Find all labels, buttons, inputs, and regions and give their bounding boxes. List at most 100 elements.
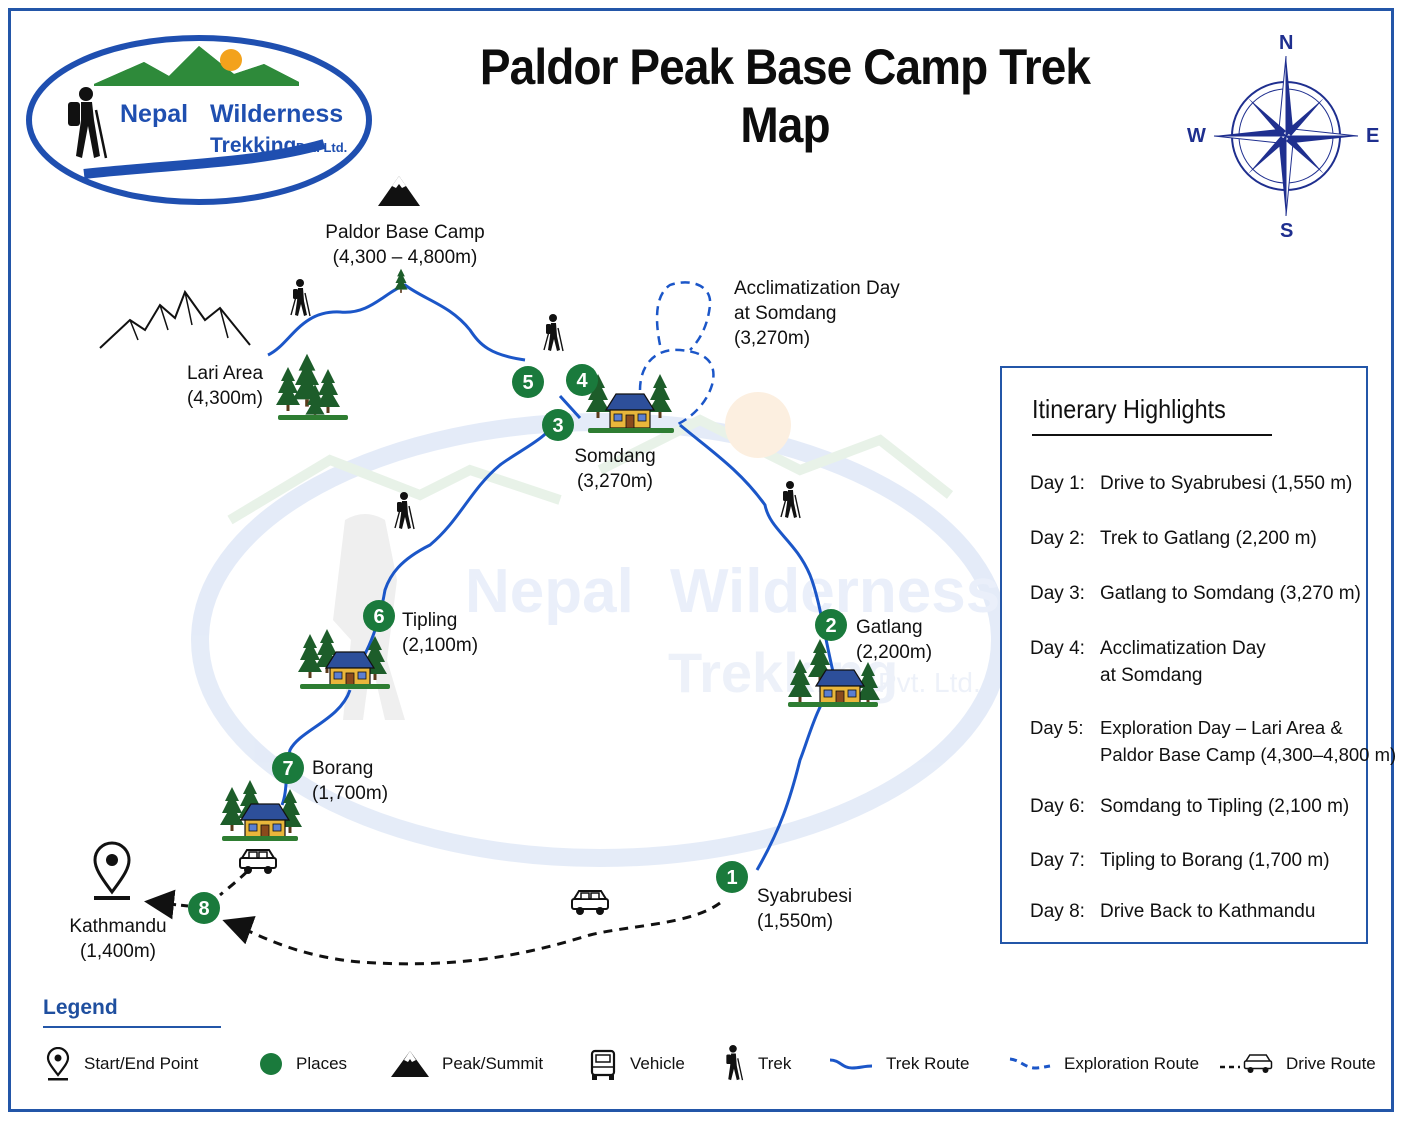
logo-word-wilderness: Wilderness [210, 100, 344, 128]
exploration-route-icon [1009, 1057, 1051, 1070]
place-label-borang: Borang (1,700m) [312, 756, 388, 806]
hiker-icon [726, 1045, 744, 1081]
svg-text:4: 4 [576, 370, 588, 392]
place-label-gatlang: Gatlang (2,200m) [856, 615, 932, 665]
place-name: Tipling [402, 610, 458, 631]
place-marker-icon [260, 1053, 282, 1075]
tipling-village [298, 629, 390, 689]
place-marker-6[interactable]: 6 [363, 600, 395, 632]
place-altitude: (3,270m) [576, 471, 654, 492]
legend-label: Vehicle [630, 1054, 685, 1073]
itinerary-row: Day 8:Drive Back to Kathmandu [1030, 898, 1315, 925]
acclimatization-line3: (3,270m) [734, 328, 811, 349]
itinerary-row: Day 3:Gatlang to Somdang (3,270 m) [1030, 580, 1361, 607]
place-marker-2[interactable]: 2 [815, 609, 847, 641]
place-marker-4[interactable]: 4 [566, 364, 598, 396]
watermark-word1: Nepal [465, 557, 634, 626]
compass-east: E [1366, 125, 1380, 147]
itinerary-text: Exploration Day – Lari Area &Paldor Base… [1100, 717, 1397, 765]
place-label-tipling: Tipling (2,100m) [402, 608, 478, 658]
itinerary-text: Drive to Syabrubesi (1,550 m) [1100, 473, 1353, 494]
place-marker-8[interactable]: 8 [188, 892, 220, 924]
svg-text:2: 2 [825, 615, 836, 637]
place-label-somdang: Somdang (3,270m) [560, 444, 670, 494]
legend-label: Exploration Route [1064, 1054, 1200, 1073]
compass-south: S [1280, 220, 1294, 242]
acclimatization-line1: Acclimatization Day [734, 278, 900, 299]
place-label-syabrubesi: Syabrubesi (1,550m) [757, 884, 852, 934]
place-altitude: (1,550m) [757, 911, 834, 932]
legend-label: Places [296, 1054, 348, 1073]
location-pin-icon [46, 1047, 70, 1081]
legend-underline [43, 1026, 221, 1028]
legend-label: Drive Route [1286, 1054, 1376, 1073]
svg-text:8: 8 [198, 898, 209, 920]
map-frame [8, 8, 1394, 1112]
vehicle-icon [590, 1049, 616, 1080]
borang-village [220, 780, 302, 841]
drive-route-arrow [144, 889, 189, 920]
lari-area-altitude: (4,300m) [186, 388, 264, 409]
itinerary-row: Day 5:Exploration Day – Lari Area &Paldo… [1030, 714, 1396, 768]
compass-west: W [1187, 125, 1206, 147]
lari-forest [276, 353, 348, 420]
itinerary-title-underline [1032, 434, 1272, 436]
trek-route-icon [829, 1058, 873, 1070]
itinerary-day: Day 2: [1030, 528, 1085, 549]
itinerary-day: Day 1: [1030, 473, 1085, 494]
legend-label: Peak/Summit [442, 1054, 544, 1073]
svg-text:5: 5 [522, 372, 533, 394]
legend-item-start-end: Start/End Point [44, 1046, 198, 1082]
base-camp-label: Paldor Base Camp (4,300 – 4,800m) [310, 220, 500, 270]
map-title: Paldor Peak Base Camp Trek Map [479, 39, 1091, 153]
place-marker-3[interactable]: 3 [542, 409, 574, 441]
itinerary-panel: Itinerary Highlights Day 1: Drive to Syab… [1000, 366, 1396, 944]
legend-label: Trek [758, 1054, 792, 1073]
svg-text:7: 7 [282, 758, 293, 780]
kathmandu-name: Kathmandu [69, 916, 167, 937]
itinerary-row: Day 1: Drive to Syabrubesi (1,550 m) [1030, 470, 1352, 497]
compass-north: N [1279, 32, 1294, 54]
place-altitude: (2,200m) [856, 642, 933, 663]
legend-item-places: Places [258, 1046, 347, 1082]
place-altitude: (2,100m) [402, 635, 479, 656]
itinerary-day: Day 6: [1030, 796, 1085, 817]
base-camp-name: Paldor Base Camp [325, 222, 485, 243]
itinerary-day: Day 8: [1030, 901, 1085, 922]
kathmandu-label: Kathmandu (1,400m) [58, 914, 178, 964]
itinerary-text: Trek to Gatlang (2,200 m) [1100, 528, 1317, 549]
place-name: Somdang [574, 446, 656, 467]
place-marker-1[interactable]: 1 [716, 861, 748, 893]
legend-item-exploration-route: Exploration Route [1008, 1046, 1199, 1082]
compass-icon [1213, 55, 1359, 217]
base-camp-altitude: (4,300 – 4,800m) [332, 247, 478, 268]
peak-icon [391, 1051, 429, 1077]
peak-icon [378, 176, 420, 206]
legend-label: Start/End Point [84, 1054, 199, 1073]
svg-text:3: 3 [552, 415, 563, 437]
place-name: Borang [312, 758, 374, 779]
itinerary-day: Day 4: [1030, 638, 1085, 659]
legend-item-drive-route: Drive Route [1218, 1046, 1376, 1082]
legend-item-peak: Peak/Summit [390, 1046, 543, 1082]
mountain-range-icon [99, 289, 251, 349]
lari-area-name: Lari Area [186, 363, 264, 384]
logo-suffix: Pvt. Ltd. [296, 140, 348, 155]
company-logo: Nepal Wilderness Trekking Pvt. Ltd. [24, 24, 378, 210]
drive-route-line [222, 901, 721, 966]
place-marker-5[interactable]: 5 [512, 366, 544, 398]
itinerary-row: Day 7: Tipling to Borang (1,700 m) [1030, 847, 1330, 874]
place-marker-7[interactable]: 7 [272, 752, 304, 784]
svg-text:6: 6 [373, 606, 384, 628]
itinerary-day: Day 7: [1030, 850, 1085, 871]
legend-item-trek: Trek [720, 1045, 792, 1082]
itinerary-text: Tipling to Borang (1,700 m) [1100, 850, 1330, 871]
watermark-suffix: Pvt. Ltd. [878, 667, 981, 698]
logo-word-trekking: Trekking [210, 134, 297, 157]
legend-item-vehicle: Vehicle [588, 1046, 685, 1082]
acclimatization-line2: at Somdang [734, 303, 837, 324]
itinerary-title: Itinerary Highlights [1032, 394, 1226, 424]
